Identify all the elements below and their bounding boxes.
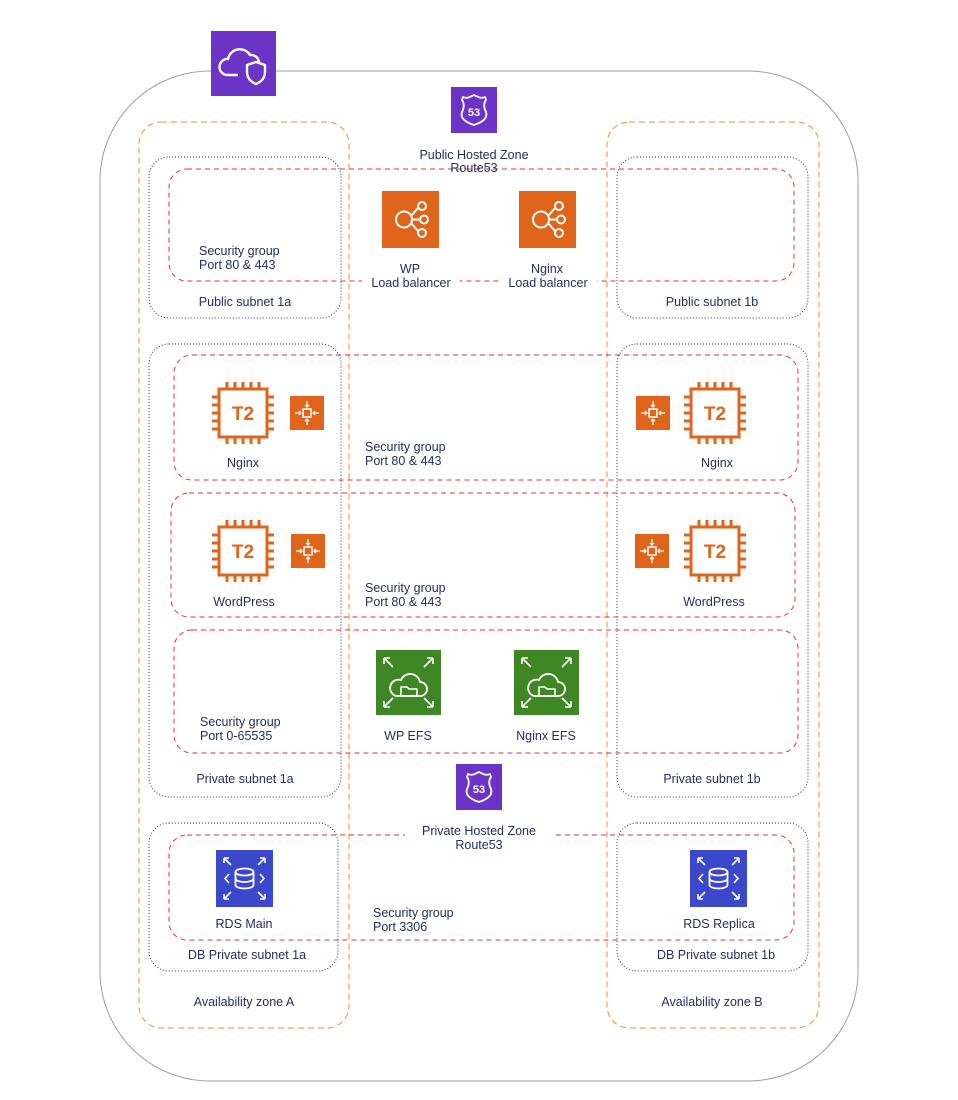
route53-private-badge: 53: [473, 784, 485, 796]
security-group-wordpress-boundary: [170, 492, 796, 618]
security-group-db-label-1: Security group: [373, 906, 454, 920]
vpc-boundary: [99, 70, 859, 1082]
ec2-wordpress-b-chip: T2: [704, 542, 726, 563]
nginx-load-balancer-label-2: Load balancer: [499, 276, 597, 290]
route53-public-badge: 53: [468, 107, 480, 119]
wordpress-b-label: WordPress: [683, 595, 745, 609]
ec2-nginx-a-chip: T2: [232, 404, 254, 425]
availability-zone-a-label: Availability zone A: [193, 995, 295, 1009]
availability-zone-a-boundary: [138, 121, 350, 1029]
security-group-efs-label-2: Port 0-65535: [200, 729, 273, 743]
wp-load-balancer-label-2: Load balancer: [362, 276, 460, 290]
db-private-subnet-1a-label: DB Private subnet 1a: [187, 948, 307, 962]
security-group-nginx-label-2: Port 80 & 443: [365, 454, 442, 468]
security-group-wordpress-label-1: Security group: [365, 581, 446, 595]
security-group-nginx-boundary: [173, 354, 799, 481]
nginx-load-balancer-label-1: Nginx: [531, 262, 563, 276]
rds-main-label: RDS Main: [215, 917, 273, 931]
private-subnet-1a-label: Private subnet 1a: [196, 772, 294, 786]
public-subnet-1b-label: Public subnet 1b: [665, 295, 759, 309]
auto-scaling-nginx-b-icon: [636, 396, 670, 430]
auto-scaling-nginx-a-icon: [290, 396, 324, 430]
public-subnet-1a-label: Public subnet 1a: [198, 295, 292, 309]
private-subnet-1b-label: Private subnet 1b: [663, 772, 761, 786]
wordpress-a-label: WordPress: [213, 595, 275, 609]
wp-load-balancer-icon: [382, 191, 439, 248]
public-subnet-1b-boundary: [616, 156, 809, 319]
public-hosted-zone-subtitle: Route53: [450, 161, 498, 175]
nginx-efs-icon: [514, 650, 579, 715]
public-subnet-1a-boundary: [148, 156, 342, 319]
availability-zone-b-boundary: [606, 121, 820, 1029]
security-group-efs-boundary: [173, 629, 799, 754]
security-group-db-label-2: Port 3306: [373, 920, 428, 934]
ec2-t2-wordpress-b-icon: T2: [683, 519, 747, 583]
nginx-efs-label: Nginx EFS: [516, 729, 576, 743]
security-group-public-label-1: Security group: [199, 244, 280, 258]
availability-zone-b-label: Availability zone B: [661, 995, 763, 1009]
rds-main-icon: [216, 850, 273, 907]
ec2-wordpress-a-chip: T2: [232, 542, 254, 563]
auto-scaling-wordpress-a-icon: [291, 534, 325, 568]
wp-efs-label: WP EFS: [384, 729, 432, 743]
ec2-t2-wordpress-a-icon: T2: [211, 519, 275, 583]
db-private-subnet-1b-label: DB Private subnet 1b: [656, 948, 776, 962]
security-group-public-label-2: Port 80 & 443: [199, 258, 276, 272]
ec2-t2-nginx-a-icon: T2: [211, 381, 275, 445]
route53-public-icon: 53: [451, 87, 497, 133]
security-group-wordpress-label-2: Port 80 & 443: [365, 595, 442, 609]
private-subnet-1b-boundary: [616, 343, 809, 798]
private-hosted-zone-subtitle: Route53: [455, 838, 503, 852]
nginx-a-label: Nginx: [227, 456, 259, 470]
ec2-nginx-b-chip: T2: [704, 404, 726, 425]
security-group-efs-label-1: Security group: [200, 715, 281, 729]
rds-replica-icon: [690, 850, 747, 907]
db-private-subnet-1a-boundary: [148, 822, 339, 972]
db-private-subnet-1b-boundary: [616, 822, 809, 972]
public-hosted-zone-title: Public Hosted Zone: [419, 148, 529, 162]
wp-load-balancer-label-1: WP: [399, 262, 421, 276]
ec2-t2-nginx-b-icon: T2: [683, 381, 747, 445]
security-group-nginx-label-1: Security group: [365, 440, 446, 454]
private-hosted-zone-title: Private Hosted Zone: [405, 824, 553, 838]
rds-replica-label: RDS Replica: [683, 917, 755, 931]
auto-scaling-wordpress-b-icon: [635, 534, 669, 568]
security-group-db-boundary: [168, 834, 795, 941]
wp-efs-icon: [376, 650, 441, 715]
route53-private-icon: 53: [456, 764, 502, 810]
nginx-load-balancer-icon: [519, 191, 576, 248]
nginx-b-label: Nginx: [701, 456, 733, 470]
vpc-cloud-shield-icon: [211, 31, 276, 96]
private-subnet-1a-boundary: [148, 343, 342, 798]
